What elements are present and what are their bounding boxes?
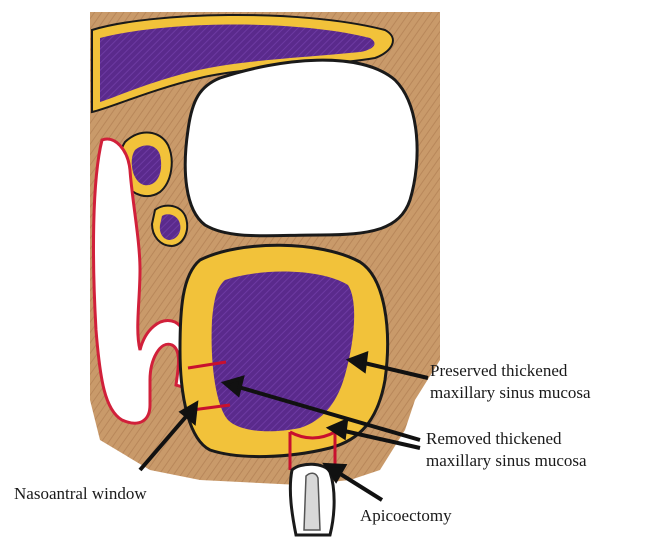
label-preserved-line2: maxillary sinus mucosa	[430, 382, 591, 404]
label-nasoantral-window: Nasoantral window	[14, 483, 147, 505]
upper-air-cavity	[185, 60, 417, 236]
label-removed-line2: maxillary sinus mucosa	[426, 450, 587, 472]
label-preserved-mucosa: Preserved thickened maxillary sinus muco…	[430, 360, 591, 404]
label-preserved-line1: Preserved thickened	[430, 360, 591, 382]
label-removed-mucosa: Removed thickened maxillary sinus mucosa	[426, 428, 587, 472]
tooth-canal	[304, 473, 320, 530]
label-removed-line1: Removed thickened	[426, 428, 587, 450]
label-apicoectomy: Apicoectomy	[360, 505, 452, 527]
